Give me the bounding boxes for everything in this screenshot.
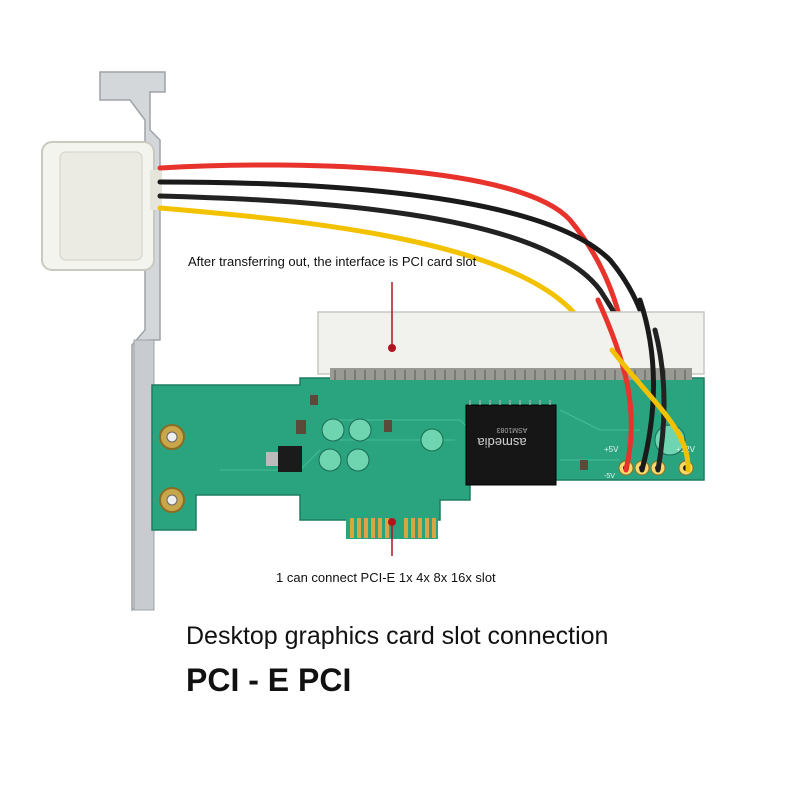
screw-top — [159, 424, 185, 450]
callout-pci-slot — [388, 282, 396, 352]
chip-brand-text: asmedia — [477, 435, 527, 450]
pin-label-5v: +5V — [604, 445, 619, 454]
pci-slot — [317, 311, 705, 380]
pcb-board: asmedia ASM1083 +5V -5V +12V — [151, 377, 705, 539]
chip-model-text: ASM1083 — [497, 426, 528, 433]
annotation-pci-slot: After transferring out, the interface is… — [188, 254, 477, 269]
molex-power-connector — [41, 141, 162, 271]
regulator-chip — [278, 446, 302, 472]
annotation-pcie-slot: 1 can connect PCI-E 1x 4x 8x 16x slot — [276, 570, 496, 585]
headline-text: Desktop graphics card slot connection — [186, 622, 609, 650]
product-name: PCI - E PCI — [186, 662, 352, 698]
callout-pcie-edge — [388, 518, 396, 556]
asmedia-chip: asmedia ASM1083 — [465, 400, 557, 486]
screw-bottom — [159, 487, 185, 513]
pin-label-neg5v: -5V — [604, 473, 615, 480]
